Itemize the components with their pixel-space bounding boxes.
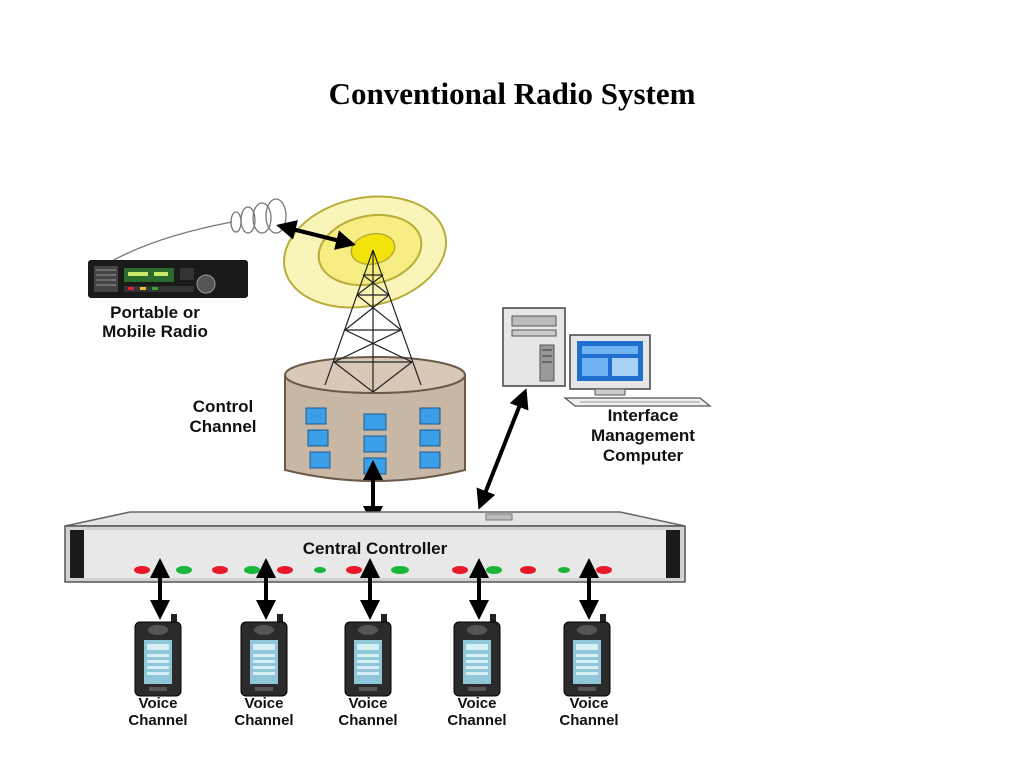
- voice-channel-2-line-1: Voice: [245, 695, 284, 712]
- interface-label-line-1: Interface: [608, 406, 679, 425]
- computer-icon: [502, 307, 712, 407]
- voice-channel-1-line-2: Channel: [128, 712, 187, 729]
- radio-label-line-1: Portable or: [110, 303, 200, 322]
- handheld-radio-2: [240, 614, 288, 697]
- voice-channel-4-line-1: Voice: [458, 695, 497, 712]
- handheld-radio-4: [453, 614, 501, 697]
- radio-link-arrow: [276, 220, 356, 250]
- voice-channel-1-line-1: Voice: [139, 695, 178, 712]
- voice-channel-3-line-2: Channel: [338, 712, 397, 729]
- control-channel-label-line-1: Control: [193, 397, 253, 416]
- handheld-radio-1: [134, 614, 182, 697]
- central-controller-label: Central Controller: [303, 539, 448, 558]
- voice-channel-labels: Voice Channel Voice Channel Voice Channe…: [128, 695, 618, 729]
- radio-tower: [324, 249, 422, 393]
- interface-computer-label: Interface Management Computer: [591, 406, 695, 465]
- radio-antenna: [109, 198, 287, 263]
- computer-link-arrow: [476, 388, 529, 510]
- control-channel-label: Control Channel: [189, 397, 256, 436]
- handheld-radio-3: [344, 614, 392, 697]
- mobile-radio-icon: [88, 260, 248, 298]
- voice-channel-4-line-2: Channel: [447, 712, 506, 729]
- interface-label-line-3: Computer: [603, 446, 684, 465]
- interface-label-line-2: Management: [591, 426, 695, 445]
- control-channel-label-line-2: Channel: [189, 417, 256, 436]
- control-channel-building: [284, 356, 466, 482]
- radio-label: Portable or Mobile Radio: [102, 303, 208, 341]
- handheld-radio-5: [563, 614, 611, 697]
- voice-channel-2-line-2: Channel: [234, 712, 293, 729]
- voice-channel-3-line-1: Voice: [349, 695, 388, 712]
- voice-channel-5-line-1: Voice: [570, 695, 609, 712]
- voice-channel-5-line-2: Channel: [559, 712, 618, 729]
- radio-label-line-2: Mobile Radio: [102, 322, 208, 341]
- voice-link-arrows: [150, 558, 599, 620]
- page-title: Conventional Radio System: [328, 76, 696, 111]
